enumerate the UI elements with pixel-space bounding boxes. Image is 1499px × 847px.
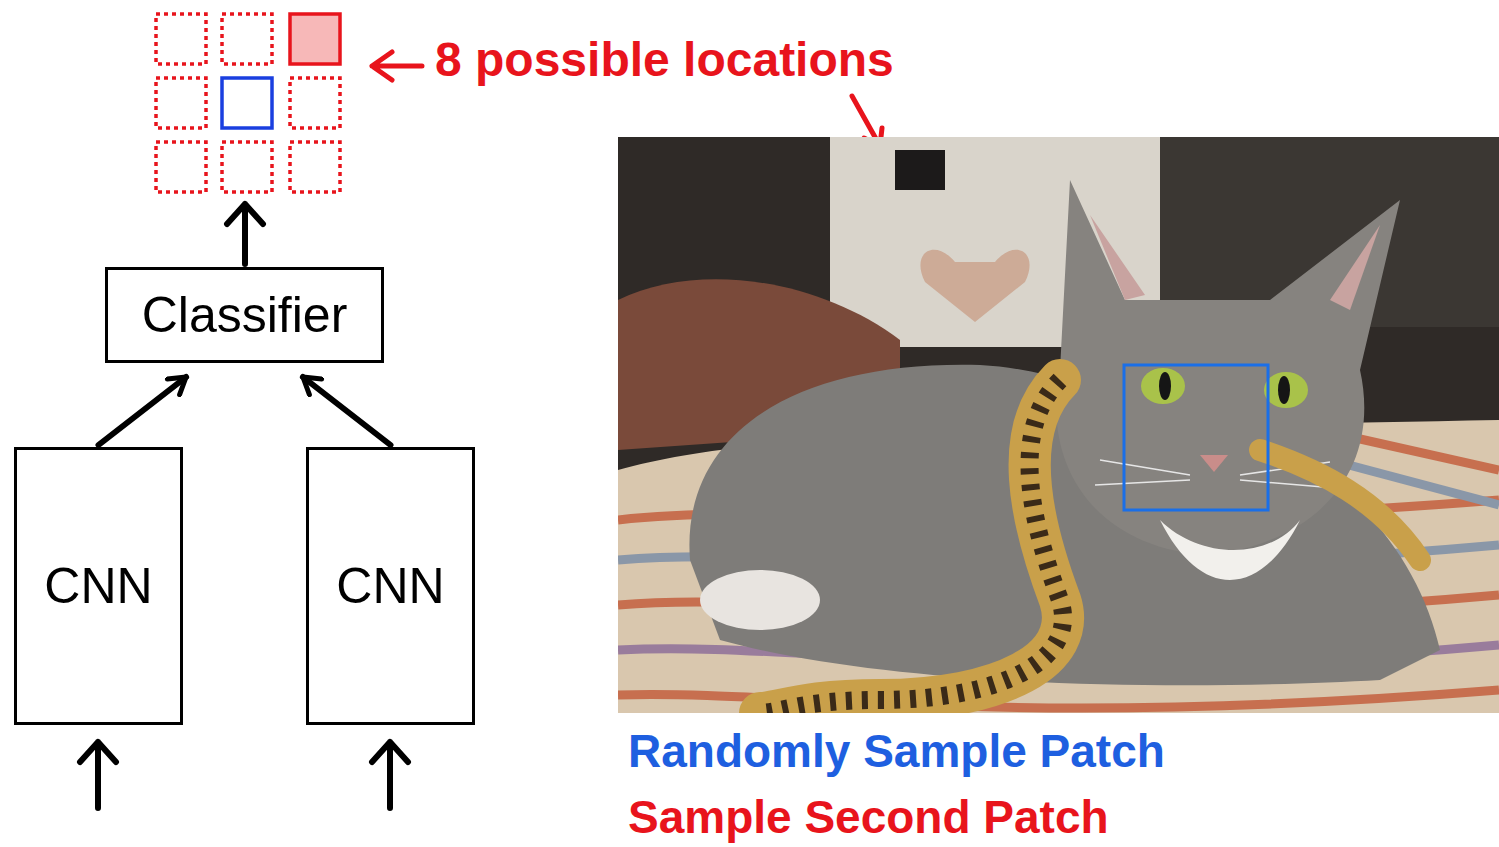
node-label: CNN — [44, 559, 152, 614]
cnn-box: CNN — [306, 447, 475, 725]
second-patch-cell — [290, 14, 340, 64]
callout-arrow — [372, 52, 422, 80]
heart — [920, 250, 1029, 322]
snake-pattern — [760, 380, 1063, 713]
callout-label: 8 possible locations — [435, 34, 894, 87]
cat-pupil — [1159, 372, 1171, 400]
cat-pupil — [1278, 376, 1290, 404]
connector-arrow — [303, 377, 391, 445]
snake — [760, 380, 1063, 713]
connector-arrow — [99, 377, 187, 445]
grid-cell — [156, 142, 206, 192]
cat-ear — [1330, 225, 1380, 310]
grid-cell — [222, 142, 272, 192]
cat-ear — [1090, 215, 1145, 300]
grid-cell — [156, 78, 206, 128]
cat-eye — [1264, 372, 1308, 408]
caption-label: Randomly Sample Patch — [628, 726, 1165, 777]
sampled-patch — [1124, 365, 1268, 510]
grid-cell — [290, 78, 340, 128]
cat-photo — [618, 137, 1499, 713]
wall-picture — [895, 150, 945, 190]
cat-nose — [1200, 455, 1228, 472]
output-arrow — [227, 204, 263, 264]
input-arrow — [80, 742, 116, 808]
caption-label: Sample Second Patch — [628, 792, 1109, 843]
grid-cell — [290, 142, 340, 192]
node-label: Classifier — [142, 288, 348, 343]
cat-eye — [1141, 368, 1185, 404]
location-grid — [156, 14, 340, 192]
grid-cell — [222, 14, 272, 64]
snake-tail — [1260, 450, 1420, 560]
cat-chest — [1160, 520, 1300, 580]
cat-paw — [700, 570, 820, 630]
classifier-box: Classifier — [105, 267, 384, 363]
grid-cell — [156, 14, 206, 64]
input-arrow — [372, 742, 408, 808]
photo-background — [618, 137, 1499, 713]
cnn-box: CNN — [14, 447, 183, 725]
center-patch-cell — [222, 78, 272, 128]
node-label: CNN — [336, 559, 444, 614]
